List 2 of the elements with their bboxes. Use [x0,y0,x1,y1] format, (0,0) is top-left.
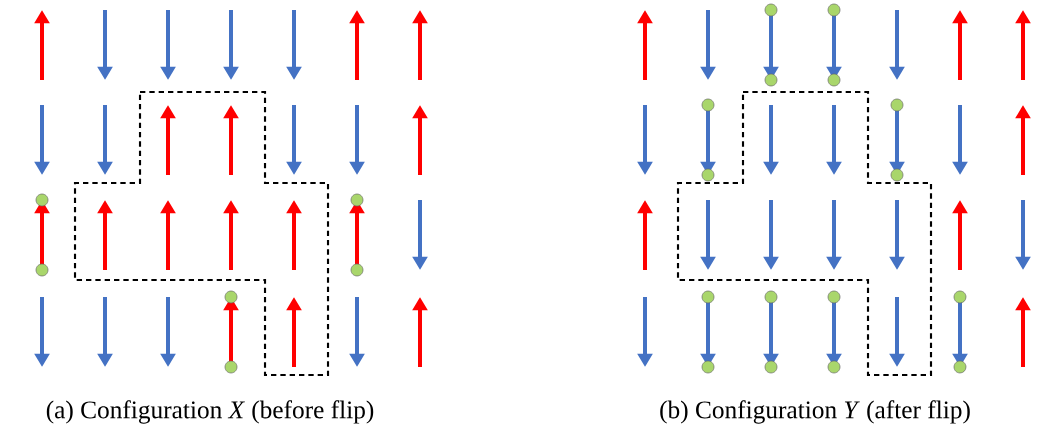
caption: (b) Configuration Y (after flip) [660,400,970,424]
caption: (a) Configuration X (before flip) [46,400,374,424]
